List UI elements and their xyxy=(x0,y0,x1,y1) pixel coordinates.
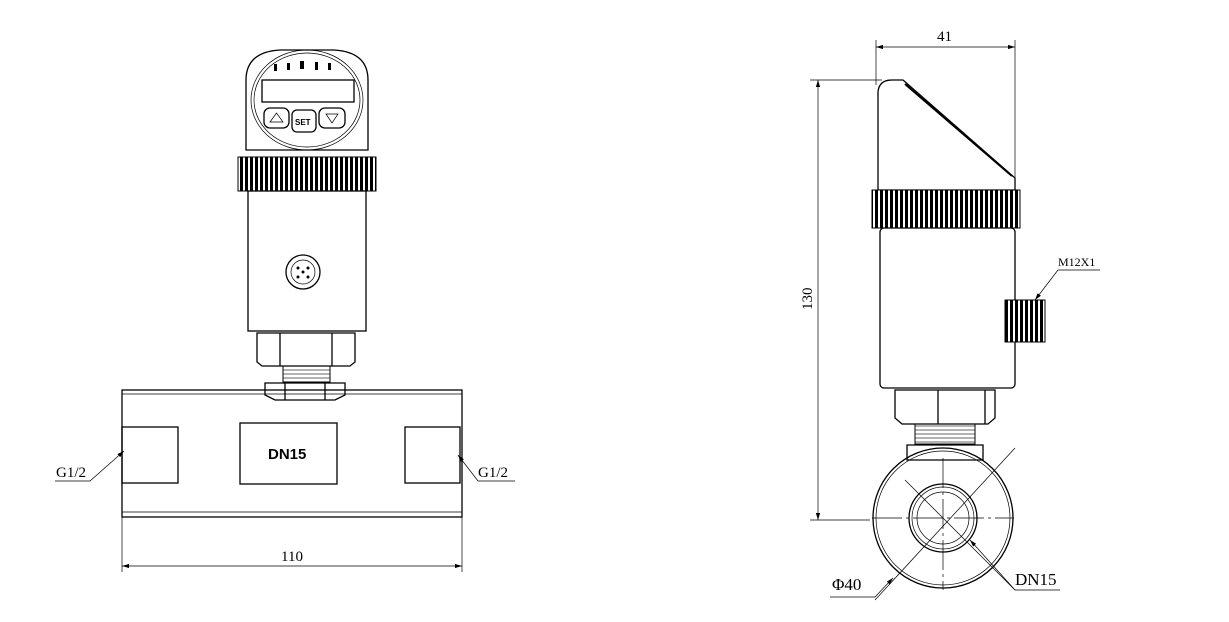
set-button-label: SET xyxy=(295,118,311,127)
knurled-ring xyxy=(237,156,377,192)
right-port xyxy=(404,426,461,484)
thread-right-label: G1/2 xyxy=(478,465,508,481)
up-button[interactable] xyxy=(263,107,290,129)
display-head-side xyxy=(877,79,1016,191)
sensor-body-side xyxy=(879,227,1016,389)
left-port xyxy=(121,426,179,484)
display-window xyxy=(261,79,355,103)
width-dimension: 41 xyxy=(937,29,952,45)
length-dimension: 110 xyxy=(281,549,303,565)
down-arrow-icon xyxy=(325,113,339,124)
knurled-ring-side xyxy=(871,189,1021,229)
bore-label: DN15 xyxy=(1015,570,1057,589)
side-view: 41 130 M12X1 Φ40 DN15 xyxy=(800,29,1100,601)
front-view: SET DN15 G1/2 G1/2 110 xyxy=(55,49,515,572)
body-label: DN15 xyxy=(268,446,306,463)
height-dimension: 130 xyxy=(800,288,816,311)
lower-nut xyxy=(264,382,346,401)
thread xyxy=(282,365,331,383)
up-arrow-icon xyxy=(269,112,284,123)
hex-nut xyxy=(256,332,356,367)
led-indicators xyxy=(274,61,331,71)
diameter-label: Φ40 xyxy=(832,575,861,594)
display-head: SET xyxy=(245,49,369,151)
sensor-body xyxy=(247,190,367,332)
down-button[interactable] xyxy=(318,107,346,129)
connector-label: M12X1 xyxy=(1058,255,1095,269)
hex-nut-side xyxy=(894,389,996,425)
m12-connector-side xyxy=(1004,299,1046,343)
body-label-plate xyxy=(239,422,338,485)
m12-connector xyxy=(285,254,321,290)
thread-left-label: G1/2 xyxy=(56,465,86,481)
set-button[interactable]: SET xyxy=(291,109,317,133)
pipe-section xyxy=(872,447,1016,601)
thread-side xyxy=(914,423,976,445)
